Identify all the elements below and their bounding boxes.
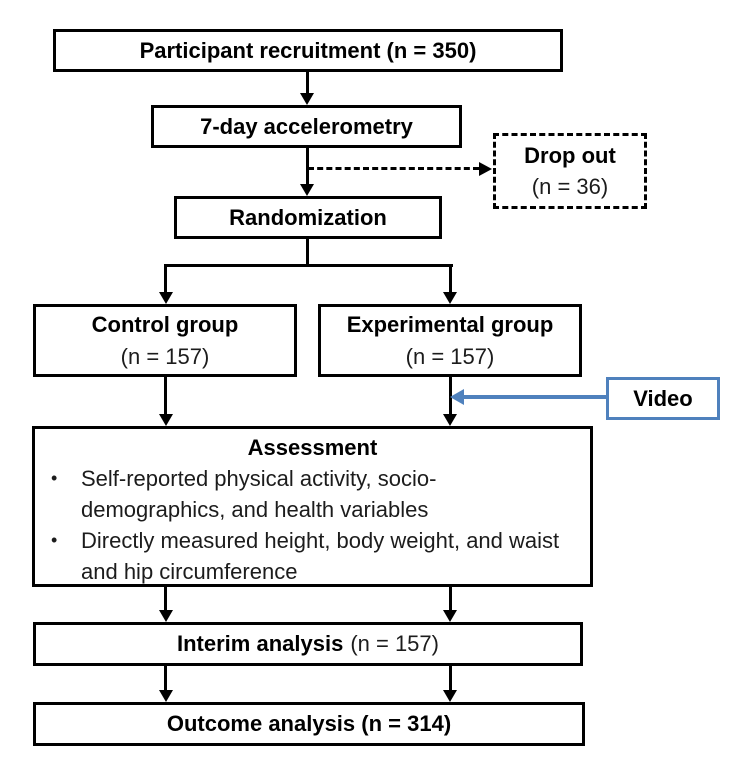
experimental-group-count: (n = 157): [405, 343, 495, 369]
outcome-analysis-box: Outcome analysis (n = 314): [33, 702, 585, 746]
branch-stub-line: [306, 238, 309, 267]
video-box: Video: [606, 377, 720, 420]
arrow-down-icon: [443, 610, 457, 622]
arrow-down-icon: [159, 292, 173, 304]
recruitment-box: Participant recruitment (n = 350): [53, 29, 563, 72]
video-label: Video: [633, 385, 693, 411]
arrow-down-icon: [443, 414, 457, 426]
control-group-box: Control group (n = 157): [33, 304, 297, 377]
accelerometry-box: 7-day accelerometry: [151, 105, 462, 148]
interim-analysis-count: (n = 157): [350, 631, 439, 656]
dropout-title: Drop out: [524, 143, 616, 168]
randomization-label: Randomization: [229, 204, 387, 230]
arrow-down-icon: [159, 610, 173, 622]
assessment-bullet-text: Directly measured height, body weight, a…: [81, 528, 560, 584]
arrow-down-icon: [443, 292, 457, 304]
arrow-assessment-to-interim-left-line: [164, 587, 167, 611]
outcome-analysis-label: Outcome analysis (n = 314): [166, 711, 452, 736]
assessment-box: Assessment • Self-reported physical acti…: [32, 426, 593, 587]
arrow-down-icon: [300, 93, 314, 105]
arrow-right-icon: [479, 162, 492, 176]
assessment-bullet-item: • Self-reported physical activity, socio…: [51, 463, 590, 525]
arrow-interim-to-outcome-right-line: [449, 666, 452, 691]
arrow-down-icon: [300, 184, 314, 196]
assessment-bullet-list: • Self-reported physical activity, socio…: [35, 463, 590, 587]
recruitment-label: Participant recruitment (n = 350): [139, 37, 477, 63]
experimental-group-box: Experimental group (n = 157): [318, 304, 582, 377]
arrow-down-icon: [443, 690, 457, 702]
branch-left-line: [164, 264, 167, 292]
assessment-bullet-text: Self-reported physical activity, socio-d…: [81, 466, 437, 522]
assessment-bullet-item: • Directly measured height, body weight,…: [51, 525, 590, 587]
arrow-down-icon: [159, 690, 173, 702]
experimental-group-title: Experimental group: [346, 311, 554, 337]
accelerometry-label: 7-day accelerometry: [200, 113, 413, 139]
arrow-left-icon: [450, 389, 464, 405]
video-arrow-line: [464, 395, 606, 399]
randomization-box: Randomization: [174, 196, 442, 239]
interim-analysis-box: Interim analysis (n = 157): [33, 622, 583, 666]
bullet-icon: •: [51, 530, 58, 550]
arrow-down-icon: [159, 414, 173, 426]
arrow-control-to-assessment-line: [164, 377, 167, 415]
arrow-recruitment-to-accelerometry-line: [306, 71, 309, 94]
interim-analysis-title: Interim analysis: [177, 631, 344, 656]
bullet-icon: •: [51, 468, 58, 488]
dropout-box: Drop out (n = 36): [493, 133, 647, 209]
arrow-interim-to-outcome-left-line: [164, 666, 167, 691]
dashed-arrow-to-dropout-line: [308, 167, 479, 170]
assessment-title: Assessment: [247, 435, 378, 460]
arrow-assessment-to-interim-right-line: [449, 587, 452, 611]
branch-right-line: [449, 264, 452, 292]
arrow-accelerometry-to-randomization-line: [306, 147, 309, 185]
dropout-count: (n = 36): [531, 174, 609, 199]
control-group-count: (n = 157): [120, 343, 210, 369]
branch-horizontal-line: [164, 264, 453, 267]
control-group-title: Control group: [91, 311, 239, 337]
